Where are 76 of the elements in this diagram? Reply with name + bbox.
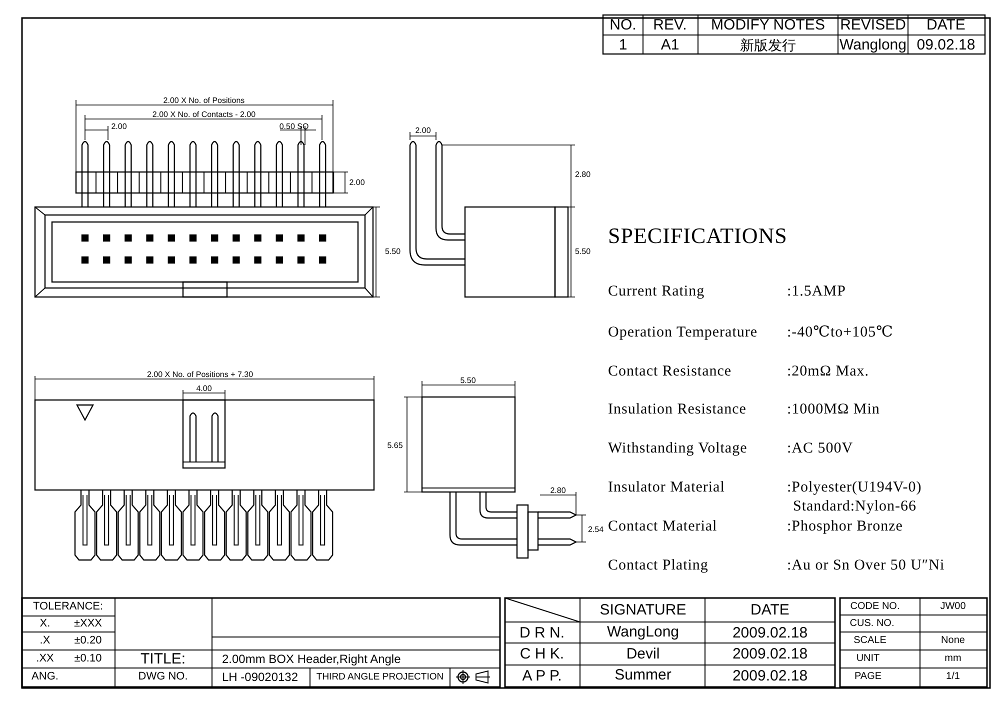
column-header: DATE — [926, 18, 966, 32]
signature-name: WangLong — [607, 624, 679, 640]
table-value: A1 — [660, 38, 680, 52]
table-value: X. — [40, 618, 50, 630]
dimension-text: 2.00 X No. of Positions — [163, 97, 245, 105]
table-value: ±0.10 — [74, 654, 102, 664]
spec-name: Contact Plating — [608, 558, 708, 574]
table-value: 2009.02.18 — [732, 668, 808, 684]
spec-name: Contact Material — [608, 520, 718, 534]
spec-name: Operation Temperature — [608, 326, 758, 340]
table-value: JW00 — [940, 602, 966, 612]
spec-value: :20mΩ Max. — [787, 364, 869, 380]
dimension-text: 0.50 SQ — [279, 123, 309, 131]
column-header: SIGNATURE — [600, 602, 686, 618]
spec-name: Withstanding Voltage — [608, 442, 748, 456]
row-header: CUS. NO. — [850, 619, 894, 629]
spec-name: Insulation Resistance — [608, 402, 746, 418]
spec-value: :-40℃to+105℃ — [787, 326, 894, 340]
spec-value: :Au or Sn Over 50 U″Ni — [787, 558, 945, 574]
table-header: TOLERANCE: — [32, 602, 104, 612]
row-header: UNIT — [856, 654, 880, 664]
row-header: D R N. — [520, 626, 564, 640]
spec-name: Insulator Material — [608, 480, 725, 496]
dimension-text: 2.00 X No. of Positions + 7.30 — [146, 371, 254, 379]
dimension-text: 2.00 — [111, 123, 127, 131]
table-value: 2009.02.18 — [732, 646, 808, 662]
column-header: MODIFY NOTES — [711, 18, 825, 32]
table-value: .X — [40, 636, 50, 646]
spec-value: Standard:Nylon-66 — [793, 500, 916, 514]
dimension-text: 4.00 — [196, 385, 212, 393]
row-header: CODE NO. — [850, 602, 900, 612]
spec-value: :AC 500V — [787, 442, 854, 456]
column-header: REV. — [653, 18, 687, 32]
dimension-text: 5.50 — [385, 248, 401, 256]
table-value: .XX — [36, 654, 54, 664]
table-value: 2009.02.18 — [732, 626, 808, 640]
column-header: DATE — [750, 602, 790, 618]
table-value: None — [941, 636, 965, 646]
section-heading: SPECIFICATIONS — [608, 225, 788, 247]
signature-name: Summer — [614, 668, 672, 682]
column-header: NO. — [610, 18, 636, 32]
dimension-text: 2.80 — [575, 171, 591, 179]
spec-value: :1000MΩ Min — [787, 402, 880, 418]
table-value: 1/1 — [946, 672, 960, 682]
row-header: A P P. — [522, 668, 562, 684]
table-value: ANG. — [32, 672, 58, 682]
row-header: SCALE — [854, 636, 886, 646]
dimension-text: 5.65 — [387, 442, 403, 450]
table-value: 09.02.18 — [916, 38, 976, 52]
drawing-number: LH -09020132 — [222, 671, 298, 683]
table-header: TITLE: — [140, 652, 186, 666]
table-value: 1 — [618, 38, 628, 52]
column-header: REVISED — [840, 18, 906, 32]
table-value: Wanglong — [840, 38, 906, 52]
spec-value: :1.5AMP — [787, 284, 846, 300]
dimension-text: 2.00 X No. of Contacts - 2.00 — [152, 111, 256, 119]
table-value: mm — [944, 654, 962, 664]
projection-note: THIRD ANGLE PROJECTION — [316, 672, 444, 682]
row-header: PAGE — [854, 672, 882, 682]
table-value: ±XXX — [74, 618, 102, 630]
drawing-title: 2.00mm BOX Header,Right Angle — [222, 653, 401, 665]
dimension-text: 2.80 — [550, 487, 566, 495]
dimension-text: 5.50 — [575, 248, 591, 256]
spec-value: :Polyester(U194V-0) — [787, 480, 922, 496]
dimension-text: 5.50 — [460, 377, 476, 385]
row-header: C H K. — [520, 646, 564, 662]
dimension-text: 2.00 — [349, 179, 365, 187]
table-value: ±0.20 — [74, 636, 102, 646]
dimension-text: 2.00 — [415, 127, 431, 135]
spec-name: Contact Resistance — [608, 364, 732, 380]
signature-name: Devil — [626, 646, 660, 662]
dimension-text: 2.54 — [588, 526, 604, 534]
spec-value: :Phosphor Bronze — [787, 520, 903, 534]
table-header: DWG NO. — [138, 672, 188, 682]
spec-name: Current Rating — [608, 284, 705, 300]
table-value: 新版发行 — [740, 38, 796, 52]
